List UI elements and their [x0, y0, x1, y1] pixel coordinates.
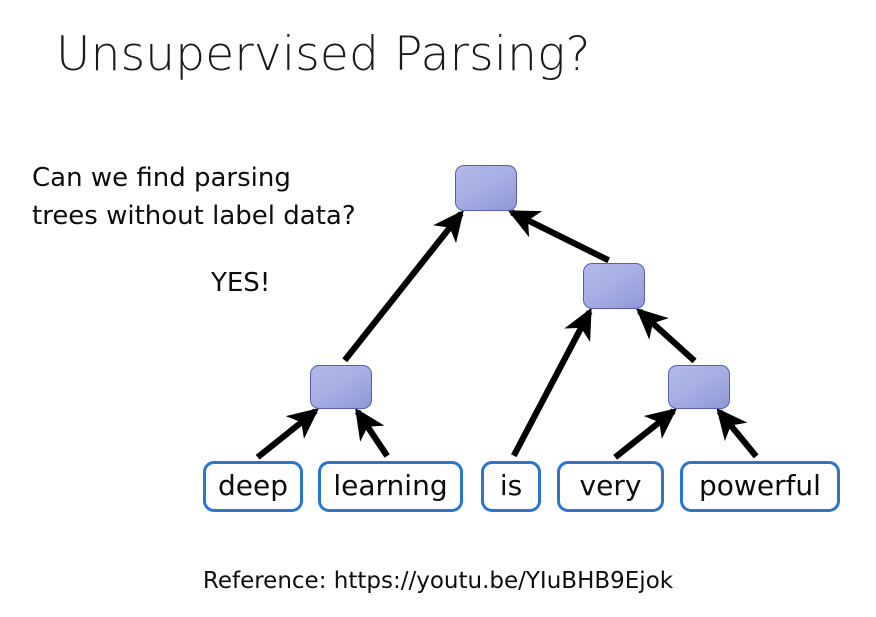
word-box-deep: deep	[203, 461, 303, 512]
word-box-powerful: powerful	[680, 461, 840, 512]
tree-node-np-left	[310, 365, 372, 409]
word-box-very: very	[557, 461, 664, 512]
word-label-is: is	[499, 468, 523, 502]
word-label-learning: learning	[333, 468, 448, 502]
tree-node-vp-right	[583, 263, 645, 309]
word-label-very: very	[579, 468, 642, 502]
reference-label: Reference: https://youtu.be/YIuBHB9Ejok	[202, 568, 674, 594]
word-label-powerful: powerful	[699, 468, 821, 502]
edge-learning-to-np-left	[354, 407, 390, 458]
page-title: Unsupervised Parsing?	[56, 27, 591, 82]
edge-vp-right-to-root	[507, 209, 610, 264]
edge-is-to-vp-right	[511, 307, 593, 458]
edge-very-to-adjp	[613, 408, 678, 460]
tree-node-root	[455, 165, 517, 211]
word-label-deep: deep	[218, 468, 288, 502]
question-line-2: trees without label data?	[32, 201, 356, 232]
question-line-1: Can we find parsing	[32, 163, 291, 193]
question-text: Can we find parsing trees without label …	[32, 159, 432, 236]
edge-powerful-to-adjp	[716, 407, 759, 459]
edge-deep-to-np-left	[255, 408, 320, 460]
tree-node-adjp	[668, 365, 730, 409]
word-box-learning: learning	[318, 461, 463, 512]
word-box-is: is	[481, 461, 541, 512]
edge-adjp-to-vp-right	[636, 308, 697, 364]
answer-text: YES!	[211, 268, 271, 298]
